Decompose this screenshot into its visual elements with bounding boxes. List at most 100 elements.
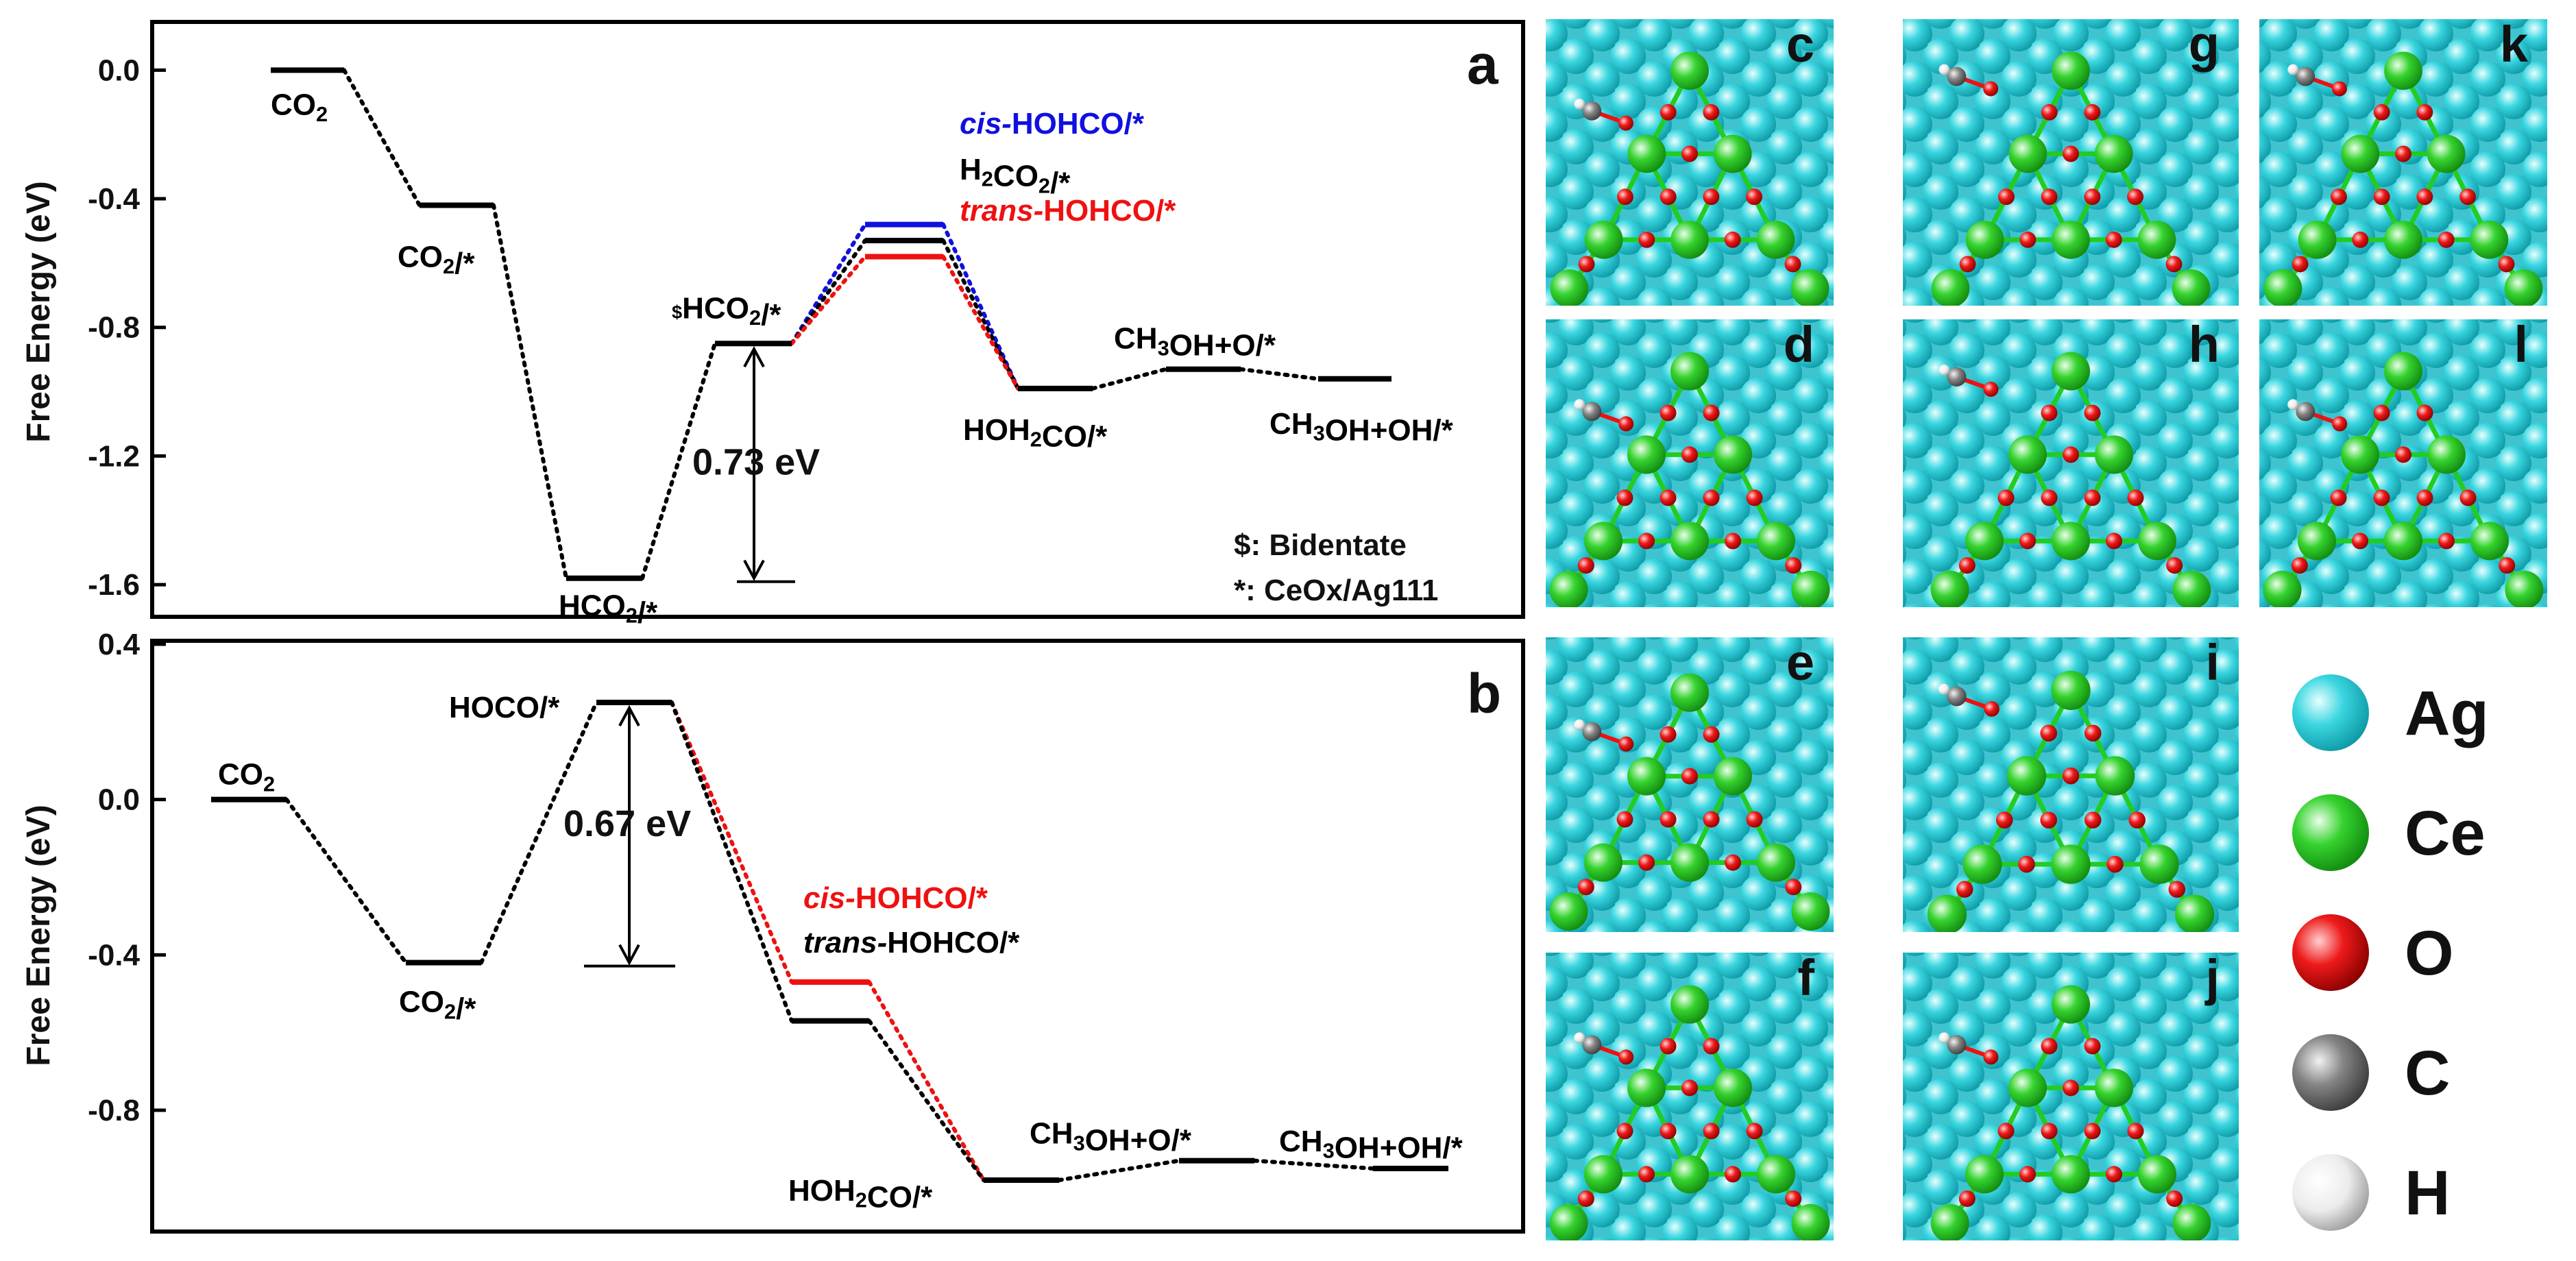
oxygen-atom (2373, 188, 2390, 206)
cerium-atom (2174, 894, 2215, 932)
cerium-atom (1963, 844, 2002, 884)
cerium-atom (1965, 1155, 2004, 1194)
cerium-atom (1927, 894, 1967, 932)
cerium-atom (2341, 435, 2379, 474)
oxygen-atom (2063, 145, 2079, 162)
cerium-atom (2052, 220, 2090, 259)
cerium-atom (1790, 269, 1830, 306)
barrier-arrow-down (618, 944, 640, 966)
cerium-atom (2094, 134, 2133, 173)
oxygen-atom (1681, 768, 1698, 785)
oxygen-atom (2040, 724, 2058, 742)
cerium-atom (2504, 269, 2543, 306)
state-label-trans-hohco: trans-HOHCO/* (803, 926, 1020, 959)
oxygen-atom (2499, 557, 2516, 574)
oxygen-atom (2062, 767, 2080, 785)
cerium-atom (2052, 1155, 2090, 1194)
oxygen-atom (1660, 811, 1677, 828)
connector (867, 980, 986, 1182)
connector (670, 700, 794, 984)
connector (342, 68, 422, 208)
oxygen-atom (1577, 1190, 1594, 1208)
oxygen-atom (2084, 724, 2102, 742)
oxygen-atom (1616, 489, 1633, 506)
oxygen-atom (2106, 1166, 2122, 1183)
cerium-atom (1713, 134, 1752, 173)
hydrogen-atom (1574, 1032, 1585, 1044)
oxygen-atom (1703, 103, 1720, 121)
ytick-label: 0.0 (98, 53, 140, 87)
structure-panel-letter-l: l (2514, 316, 2528, 373)
state-label-hoh2co: HOH2CO/* (788, 1174, 933, 1214)
cerium-atom (1549, 892, 1588, 931)
oxygen-atom (2416, 489, 2433, 506)
note-bidentate: $: Bidentate (1234, 528, 1407, 562)
structure-panel-l: l (2259, 316, 2547, 607)
oxygen-atom (1703, 489, 1720, 506)
carbon-atom (1947, 1035, 1967, 1055)
cerium-atom (1670, 985, 1709, 1024)
cerium-atom (2341, 134, 2380, 173)
cerium-atom (2427, 134, 2466, 173)
oxygen-atom (1959, 256, 1976, 273)
connector (479, 700, 598, 965)
energy-diagram-a: Free Energy (eV) 0.0-0.4-0.8-1.2-1.6 CO2… (21, 20, 1525, 629)
cerium-atom (1791, 570, 1830, 607)
cerium-atom (2505, 570, 2544, 607)
legend-label-ag: Ag (2405, 678, 2489, 748)
oxygen-atom (2165, 256, 2183, 273)
oxygen-atom (1703, 1038, 1720, 1055)
cerium-atom (1931, 269, 1970, 306)
oxygen-atom (2084, 404, 2101, 421)
oxygen-atom (1997, 1123, 2015, 1140)
state-label-hoh2co: HOH2CO/* (963, 413, 1108, 454)
oxygen-atom (1983, 1049, 1999, 1065)
oxygen-atom (2041, 1038, 2058, 1055)
cerium-atom (1550, 269, 1589, 306)
structure-panel-d: d (1546, 316, 1834, 607)
oxygen-atom (1618, 115, 1633, 131)
oxygen-atom (2019, 1166, 2036, 1183)
structure-panel-letter-j: j (2204, 949, 2220, 1006)
cerium-atom (2470, 220, 2509, 259)
structure-panel-letter-h: h (2189, 316, 2220, 373)
oxygen-atom (1577, 879, 1594, 896)
ytick-label: 0.4 (98, 628, 141, 661)
structure-panel-i: i (1903, 634, 2239, 932)
oxygen-atom (2084, 188, 2101, 206)
oxygen-atom (2373, 404, 2390, 421)
oxygen-atom (1984, 701, 2000, 717)
carbon-atom (1582, 722, 1602, 742)
ytick-label: -1.6 (88, 568, 140, 602)
connector (1091, 367, 1168, 391)
marks-a: CO2CO2/*HCO2/*$HCO2/*cis-HOHCO/*H2CO2/*t… (271, 67, 1454, 629)
oxygen-atom (2168, 881, 2186, 898)
state-label-ch3oh-oh: CH3OH+OH/* (1269, 407, 1454, 448)
cerium-atom (2172, 570, 2211, 607)
cerium-atom (2052, 352, 2090, 391)
oxygen-atom (1618, 416, 1634, 432)
oxygen-atom (1703, 726, 1720, 743)
oxygen-atom (1578, 256, 1595, 273)
hydrogen-atom (1939, 1032, 1950, 1044)
connector (790, 254, 867, 346)
legend-item-h: H (2292, 1154, 2450, 1231)
structure-panel-letter-k: k (2500, 16, 2529, 73)
cerium-atom (1549, 570, 1588, 607)
oxygen-atom (2041, 489, 2058, 506)
structure-panel-g: g (1903, 16, 2239, 306)
cerium-atom (2137, 220, 2176, 259)
oxygen-atom (2292, 256, 2309, 273)
cerium-atom (2008, 134, 2048, 173)
hydrogen-atom (1939, 64, 1950, 75)
panel-letter-b: b (1467, 663, 1501, 725)
cerium-atom (2384, 522, 2422, 561)
oxygen-atom (1784, 256, 1801, 273)
cerium-atom (2384, 51, 2422, 90)
structure-panel-letter-c: c (1786, 16, 1814, 73)
cerium-atom (2138, 1155, 2176, 1194)
oxygen-atom (1746, 1123, 1763, 1140)
cerium-atom (1965, 522, 2004, 561)
cerium-atom (1549, 1203, 1588, 1240)
state-label-ch3oh-o: CH3OH+O/* (1114, 322, 1276, 363)
